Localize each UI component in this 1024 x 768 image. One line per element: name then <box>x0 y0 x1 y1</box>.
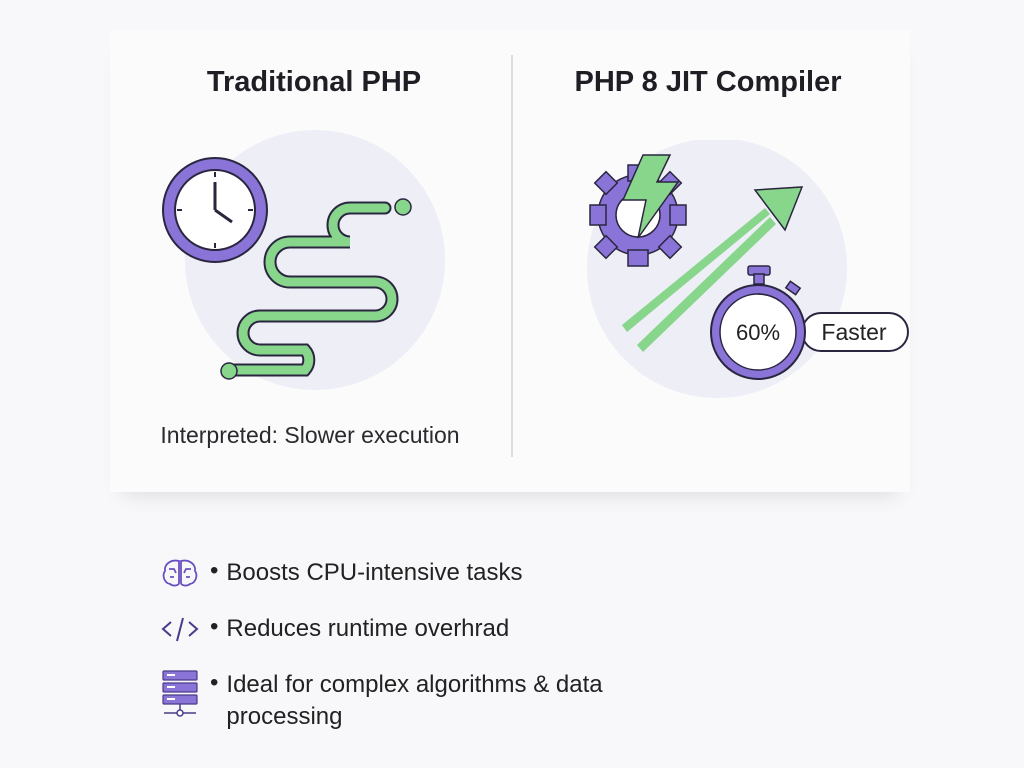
lightning-bolt-icon <box>621 154 680 239</box>
benefit-item: • Boosts CPU-intensive tasks <box>160 557 523 589</box>
clock-icon <box>162 157 268 263</box>
winding-path-icon <box>220 198 412 380</box>
brain-icon <box>162 559 198 587</box>
divider <box>511 55 513 457</box>
code-icon <box>161 617 199 642</box>
speedup-value: 60% <box>736 320 780 345</box>
rising-arrow-icon <box>622 186 804 352</box>
server-icon <box>162 670 198 717</box>
benefit-text: Boosts CPU-intensive tasks <box>226 559 523 586</box>
benefit-item: • Reduces runtime overhrad <box>160 613 509 645</box>
slow-execution-illustration <box>162 130 445 390</box>
jit-compiler-title: PHP 8 JIT Compiler <box>574 66 842 98</box>
fast-execution-illustration: 60% Faster <box>587 140 909 398</box>
bullet-dot: • <box>210 669 219 696</box>
speedup-label: Faster <box>821 319 887 345</box>
bullet-dot: • <box>210 557 219 584</box>
stopwatch-icon: 60% Faster <box>710 265 909 380</box>
benefit-item: • Ideal for complex algorithms & data pr… <box>160 669 666 733</box>
benefit-text: Ideal for complex algorithms & data proc… <box>226 671 603 730</box>
traditional-php-title: Traditional PHP <box>206 66 422 98</box>
bullet-dot: • <box>210 613 219 640</box>
benefit-text: Reduces runtime overhrad <box>226 615 510 642</box>
traditional-caption: Interpreted: Slower execution <box>160 422 460 448</box>
